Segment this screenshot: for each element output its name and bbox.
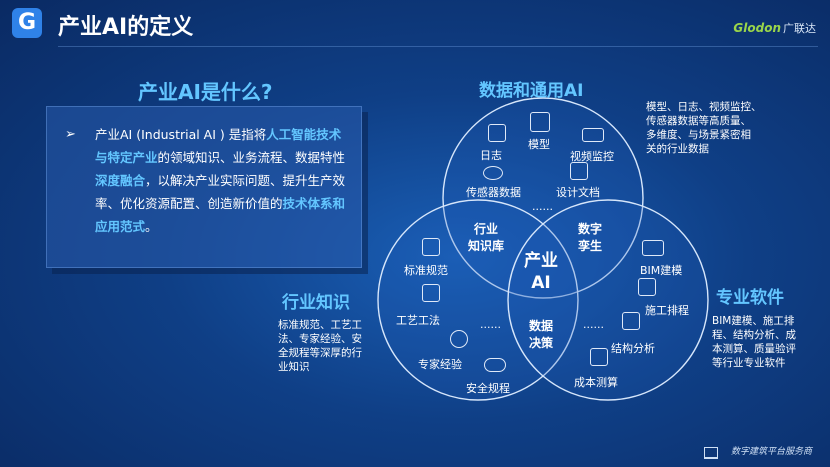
- left-desc-line: 业知识: [278, 361, 310, 373]
- header-divider: [58, 46, 818, 47]
- right-desc-line: 等行业专业软件: [712, 357, 786, 369]
- top-desc-line: 多维度、与场景紧密相: [646, 129, 751, 141]
- top-desc-line: 关的行业数据: [646, 143, 709, 155]
- item-right-more: ......: [583, 318, 604, 331]
- design-doc-icon: [570, 162, 588, 180]
- left-description: 标准规范、工艺工 法、专家经验、安 全规程等深厚的行 业知识: [278, 318, 362, 374]
- right-desc-line: 本测算、质量验评: [712, 343, 796, 355]
- left-desc-line: 标准规范、工艺工: [278, 319, 362, 331]
- top-description: 模型、日志、视频监控、 传感器数据等高质量、 多维度、与场景紧密相 关的行业数据: [646, 100, 762, 156]
- definition-highlight-3: 技术体系和应用范式: [95, 196, 346, 234]
- item-process: 工艺工法: [396, 314, 440, 327]
- item-safety: 安全规程: [466, 382, 510, 395]
- left-desc-line: 法、专家经验、安: [278, 333, 362, 345]
- venn-circle-top: [442, 97, 644, 299]
- right-description: BIM建模、施工排 程、结构分析、成 本测算、质量验评 等行业专业软件: [712, 314, 796, 370]
- overlap-industry-knowledge-base: 行业知识库: [468, 222, 505, 253]
- definition-part-4: 。: [145, 219, 158, 234]
- definition-part-1: 产业AI (Industrial AI ) 是指将: [95, 127, 267, 142]
- venn-circle-right: [507, 199, 709, 401]
- expert-icon: [450, 330, 468, 348]
- item-design: 设计文档: [556, 186, 600, 199]
- building-icon: [704, 447, 718, 459]
- top-desc-line: 传感器数据等高质量、: [646, 115, 751, 127]
- item-structure: 结构分析: [611, 342, 655, 355]
- footer-tagline: 数字建筑平台服务商: [730, 447, 812, 457]
- camera-icon: [582, 128, 604, 142]
- left-desc-line: 全规程等深厚的行: [278, 347, 362, 359]
- definition-highlight-2: 深度融合: [95, 173, 146, 188]
- definition-text: 产业AI (Industrial AI ) 是指将人工智能技术与特定产业的领域知…: [95, 123, 351, 238]
- monitor-chart-icon: [642, 240, 664, 256]
- item-video: 视频监控: [570, 150, 614, 163]
- item-expert: 专家经验: [418, 358, 462, 371]
- definition-part-2: 的领域知识、业务流程、数据特性: [157, 150, 346, 165]
- definition-box: ➢ 产业AI (Industrial AI ) 是指将人工智能技术与特定产业的领…: [46, 106, 362, 268]
- item-log: 日志: [480, 149, 502, 162]
- brand-latin: Glodon: [733, 21, 781, 35]
- item-standard: 标准规范: [404, 264, 448, 277]
- overlap-data-decision: 数据决策: [529, 319, 554, 350]
- venn-right-title: 专业软件: [716, 288, 784, 308]
- item-left-more: ......: [480, 318, 501, 331]
- item-model: 模型: [528, 138, 550, 151]
- schedule-icon: [638, 278, 656, 296]
- item-cost: 成本测算: [574, 376, 618, 389]
- definition-question: 产业AI是什么?: [138, 80, 273, 104]
- item-top-more: ......: [532, 200, 553, 213]
- doc-icon: [422, 238, 440, 256]
- structure-icon: [622, 312, 640, 330]
- item-sensor: 传感器数据: [466, 186, 521, 199]
- model-icon: [530, 112, 550, 132]
- venn-circle-left: [377, 199, 579, 401]
- top-desc-line: 模型、日志、视频监控、: [646, 101, 762, 113]
- overlap-digital-twin: 数字孪生: [578, 222, 603, 253]
- venn-top-title: 数据和通用AI: [479, 81, 584, 101]
- right-desc-line: 程、结构分析、成: [712, 329, 796, 341]
- definition-highlight-1: 人工智能技术与特定产业: [95, 127, 342, 165]
- cloud-sensor-icon: [483, 166, 503, 180]
- glodon-logo-icon: G: [12, 8, 42, 38]
- right-desc-line: BIM建模、施工排: [712, 315, 795, 327]
- document-icon: [488, 124, 506, 142]
- item-schedule: 施工排程: [645, 304, 689, 317]
- venn-left-title: 行业知识: [282, 293, 350, 313]
- doc-icon: [422, 284, 440, 302]
- page-title: 产业AI的定义: [58, 15, 194, 40]
- bullet-arrow-icon: ➢: [65, 127, 76, 142]
- brand-cn: 广联达: [783, 22, 816, 35]
- chat-icon: [484, 358, 506, 372]
- definition-part-3: ，以解决产业实际问题、提升生产效率、优化资源配置、创造新价值的: [95, 173, 346, 211]
- cost-list-icon: [590, 348, 608, 366]
- item-bim: BIM建模: [640, 264, 683, 277]
